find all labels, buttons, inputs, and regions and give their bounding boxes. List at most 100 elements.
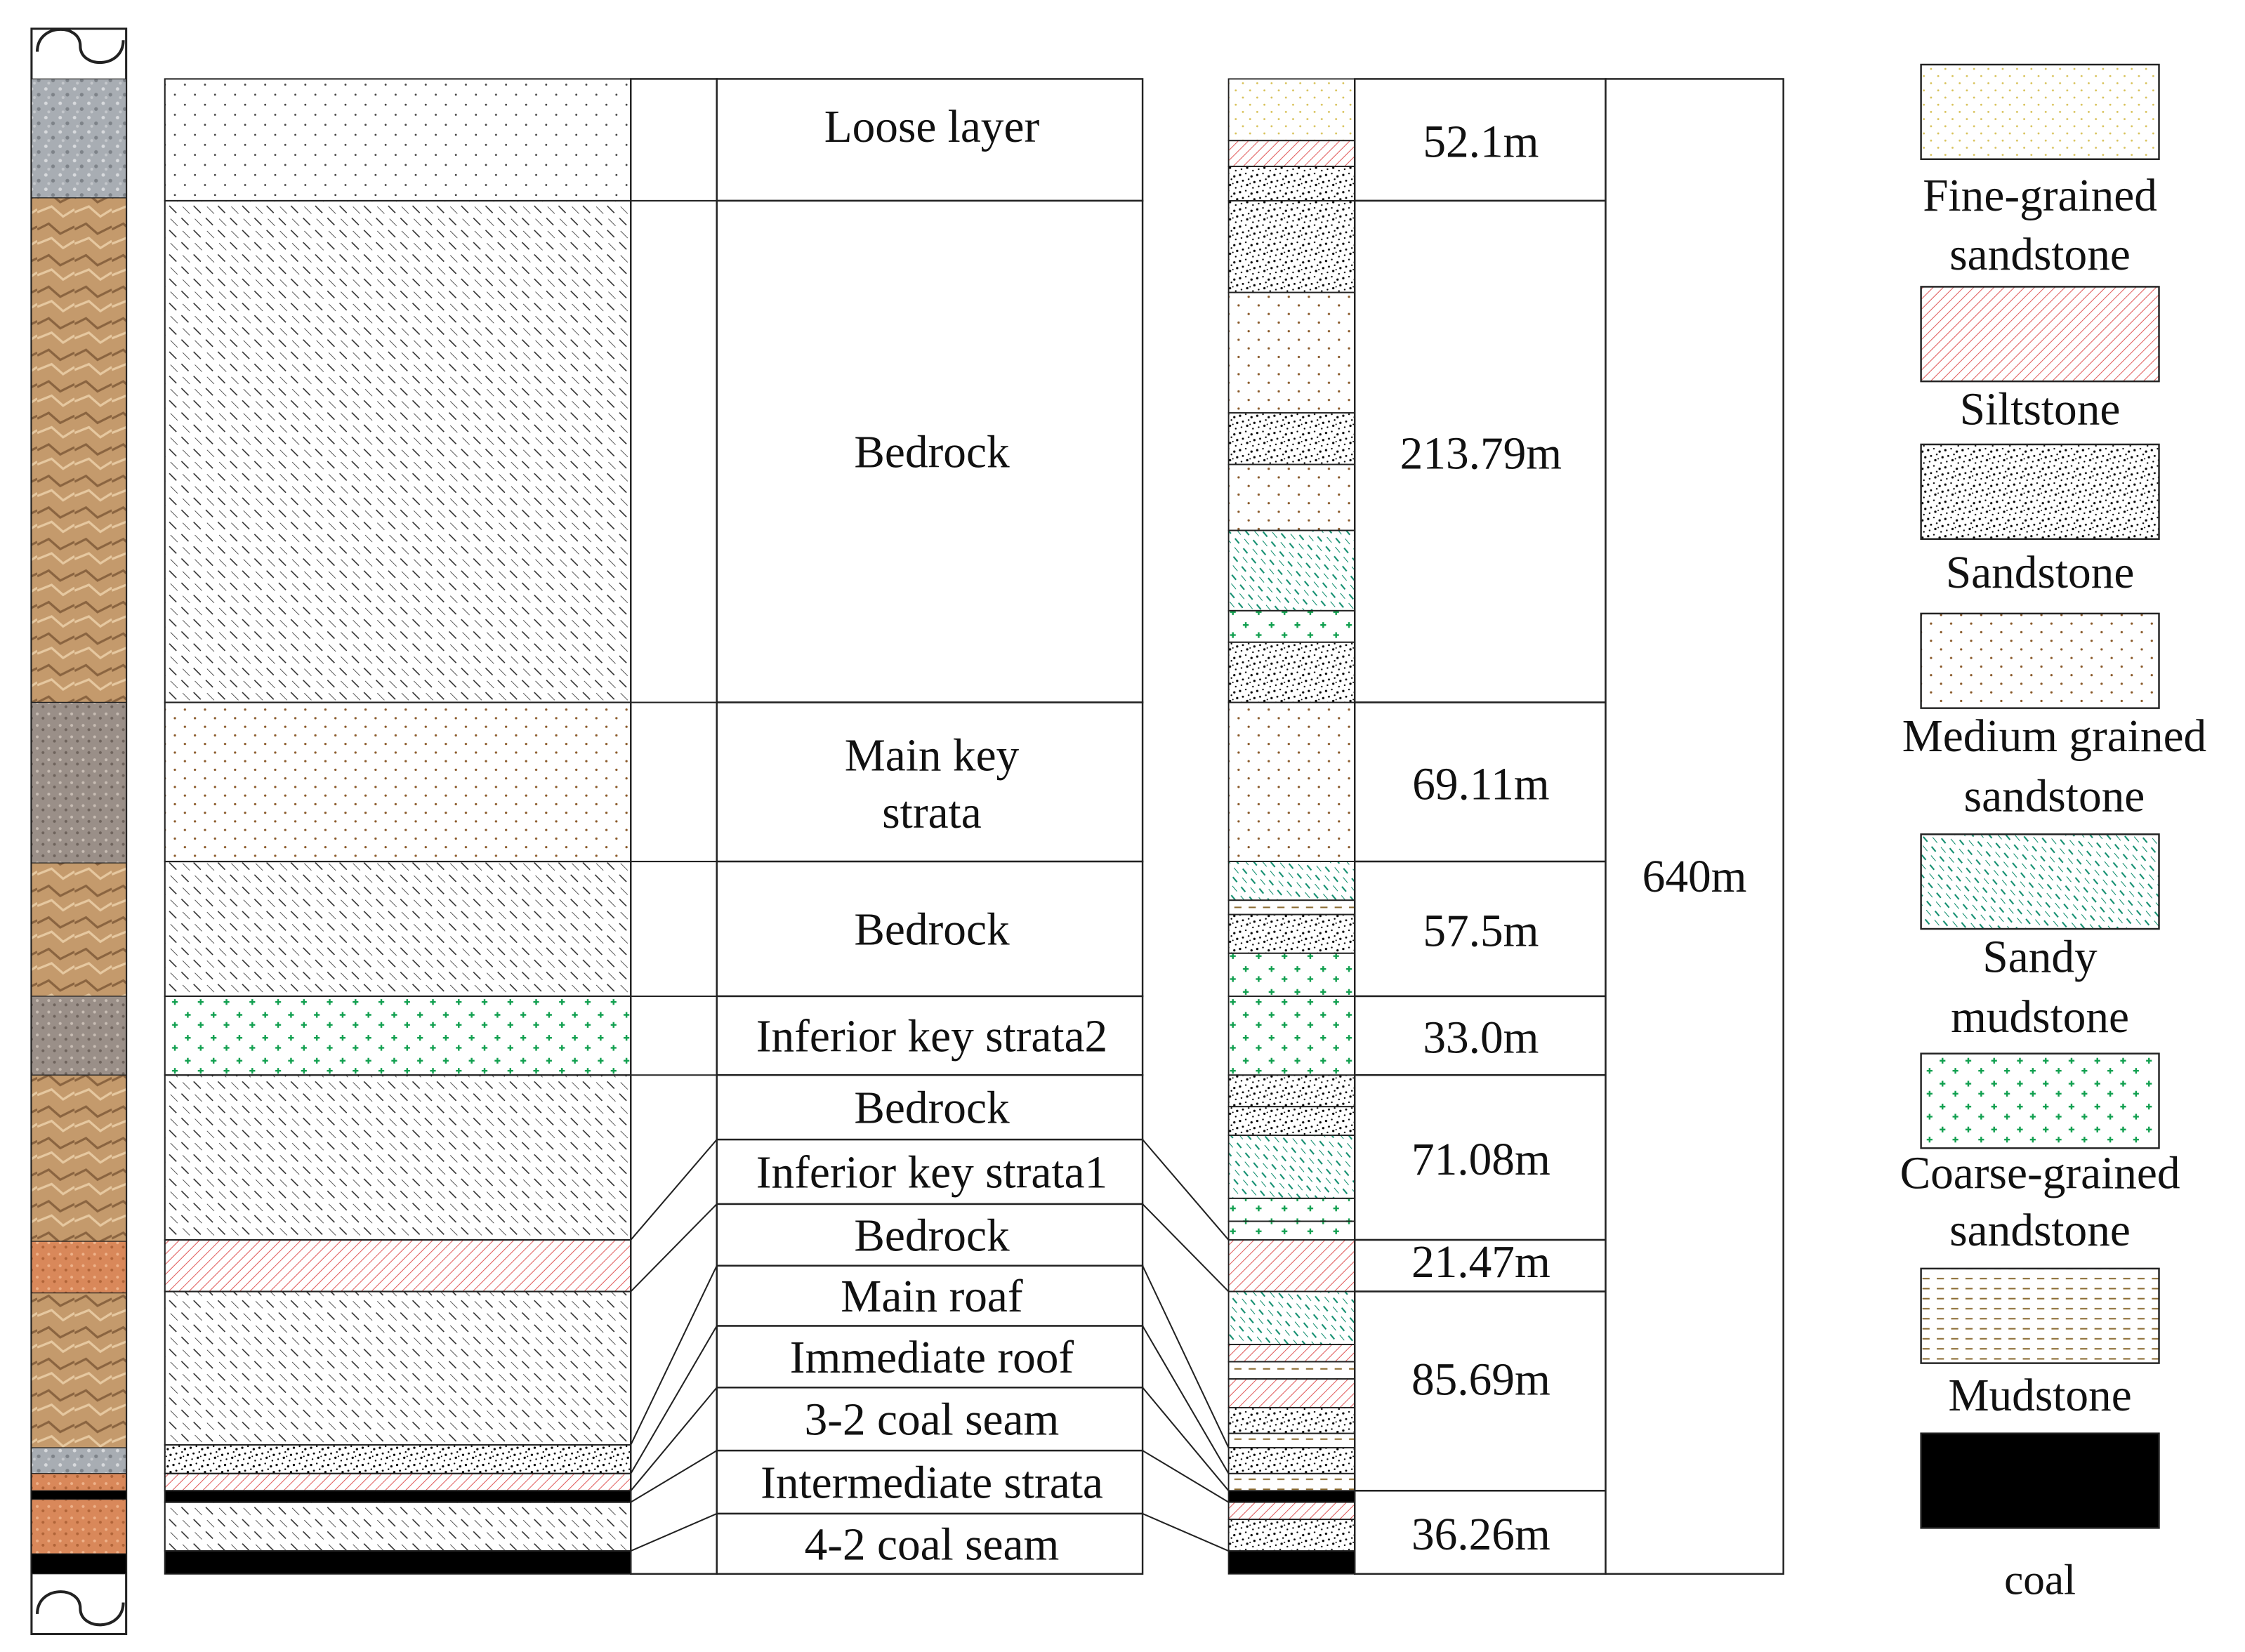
legend-label: coal — [2004, 1556, 2076, 1604]
thickness-column: 52.1m213.79m69.11m57.5m33.0m71.08m21.47m… — [1353, 78, 1784, 1575]
legend-label: Siltstone — [1960, 384, 2121, 435]
connector-line — [1142, 1139, 1230, 1241]
lithology-layer — [164, 1443, 632, 1474]
detailed-lithology-column — [1227, 78, 1356, 1575]
detail-layer — [1227, 1074, 1356, 1108]
layer-name-cell — [716, 701, 1144, 863]
layer-name: Main roaf — [841, 1271, 1023, 1322]
lithology-layer — [164, 1290, 632, 1446]
lithology-layer — [164, 995, 632, 1076]
core-segment — [31, 1447, 127, 1474]
thickness-cell — [1353, 860, 1607, 998]
lithology-layer — [164, 861, 632, 998]
detail-layer — [1227, 1197, 1356, 1222]
legend-label: sandstone — [1949, 230, 2131, 280]
connector-line — [1142, 1203, 1230, 1293]
legend-label: Coarse-grained — [1900, 1149, 2180, 1199]
legend-label: mudstone — [1951, 992, 2129, 1043]
layer-name: Bedrock — [854, 428, 1010, 478]
detail-layer — [1227, 1378, 1356, 1408]
thickness-cell — [1353, 1290, 1607, 1492]
detail-layer — [1227, 412, 1356, 465]
lithology-layer — [164, 701, 632, 863]
legend-label: Medium grained — [1902, 711, 2207, 762]
spacer-column — [630, 78, 718, 1575]
legend-swatch-mud — [1920, 1267, 2160, 1364]
lithology-layer — [164, 78, 632, 201]
layer-name: Inferior key strata2 — [756, 1012, 1108, 1062]
layer-name-cell — [716, 1074, 1144, 1141]
core-segment — [31, 1553, 127, 1575]
total-thickness: 640m — [1642, 852, 1747, 902]
connector-lines — [630, 1139, 1230, 1552]
connector-line — [630, 1326, 718, 1474]
lithology-layer — [164, 1501, 632, 1552]
legend-swatch-coarse — [1920, 1052, 2160, 1149]
layer-name-cell — [716, 1138, 1144, 1205]
core-segment — [31, 862, 127, 997]
thickness-value: 33.0m — [1423, 1013, 1539, 1064]
layer-name: Loose layer — [824, 102, 1040, 152]
lithology-layer — [164, 1490, 632, 1503]
legend: Fine-grainedsandstoneSiltstoneSandstoneM… — [1900, 63, 2207, 1604]
detail-layer — [1227, 463, 1356, 531]
detail-layer — [1227, 140, 1356, 167]
lithology-layer — [164, 1472, 632, 1492]
layer-name: Intermediate strata — [761, 1458, 1103, 1509]
core-segment — [31, 1241, 127, 1294]
layer-name: 3-2 coal seam — [805, 1395, 1060, 1446]
detail-layer — [1227, 291, 1356, 414]
thickness-cell — [1353, 78, 1607, 202]
layer-name-cell — [716, 78, 1144, 202]
thickness-cell — [1353, 1074, 1607, 1241]
layer-name: Main key — [845, 730, 1020, 781]
legend-swatch-medium — [1920, 612, 2160, 709]
detail-layer — [1227, 529, 1356, 612]
connector-line — [630, 1387, 718, 1491]
layer-name: strata — [882, 788, 981, 838]
thickness-cell — [1353, 1490, 1607, 1575]
detail-layer — [1227, 1550, 1356, 1575]
legend-swatch-coal — [1920, 1432, 2160, 1529]
layer-name: Bedrock — [854, 1083, 1010, 1134]
legend-swatch-fine — [1920, 63, 2160, 160]
thickness-value: 213.79m — [1400, 429, 1562, 480]
detail-layer — [1227, 1406, 1356, 1434]
detail-layer — [1227, 1239, 1356, 1293]
layer-name: Inferior key strata1 — [756, 1148, 1108, 1198]
layer-name-cell — [716, 1325, 1144, 1389]
detail-layer — [1227, 1220, 1356, 1241]
connector-line — [630, 1139, 718, 1241]
thickness-value: 71.08m — [1411, 1135, 1551, 1185]
core-segment — [31, 701, 127, 864]
connector-line — [630, 1203, 718, 1293]
legend-label: Sandy — [1982, 932, 2098, 982]
detail-layer — [1227, 1135, 1356, 1199]
connector-line — [1142, 1387, 1230, 1491]
core-bottom-cap — [36, 1590, 125, 1627]
detail-layer — [1227, 1519, 1356, 1552]
detail-layer — [1227, 1361, 1356, 1380]
connector-line — [1142, 1326, 1230, 1474]
core-segment — [31, 1498, 127, 1554]
layer-name-cell — [716, 860, 1144, 998]
lithology-layer — [164, 1074, 632, 1241]
core-segment — [31, 1074, 127, 1242]
detail-layer — [1227, 913, 1356, 954]
connector-line — [1142, 1450, 1230, 1503]
detail-layer — [1227, 952, 1356, 997]
layer-name: Bedrock — [854, 904, 1010, 955]
core-segment — [31, 1473, 127, 1491]
thickness-value: 69.11m — [1412, 759, 1549, 810]
core-top-cap — [36, 27, 125, 64]
detail-layer — [1227, 1472, 1356, 1492]
legend-label: Sandstone — [1946, 548, 2135, 598]
detail-layer — [1227, 899, 1356, 916]
connector-line — [630, 1450, 718, 1503]
thickness-cell — [1353, 701, 1607, 863]
lithology-column — [164, 78, 718, 1575]
lithology-layer — [164, 1239, 632, 1293]
detail-layer — [1227, 641, 1356, 703]
